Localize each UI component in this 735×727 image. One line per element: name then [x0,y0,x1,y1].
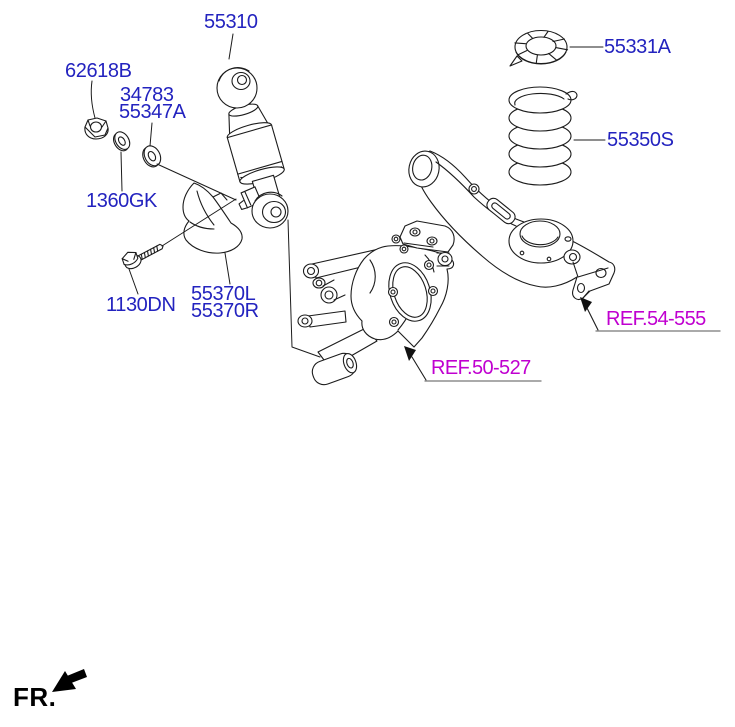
part-label-1360GK: 1360GK [86,190,157,212]
ref-arrow-54-555 [580,297,721,332]
part-label-1130DN: 1130DN [106,294,176,316]
rear-lower-arm-drawing [408,150,616,300]
rear-knuckle-drawing [297,220,455,386]
leader-lines [90,33,606,358]
part-label-55370R: 55370R [191,300,259,322]
part-label-55331A: 55331A [604,36,671,58]
part-label-34783: 34783 [120,84,174,106]
dust-cover-drawing [182,182,243,254]
fr-direction-arrow-icon [52,669,87,692]
flange-nut-drawing [84,117,109,140]
part-label-55370L: 55370L [191,283,256,305]
spring-pad-drawing [509,29,569,67]
part-label-55347A: 55347A [119,101,186,123]
coil-spring-drawing [508,86,578,186]
ref-link-54-555[interactable]: REF.54-555 [606,308,706,330]
part-label-55350S: 55350S [607,129,674,151]
shock-absorber-drawing [216,67,289,229]
ref-arrow-50-527 [404,346,542,382]
ref-link-50-527[interactable]: REF.50-527 [431,357,531,379]
part-label-55310: 55310 [204,11,258,33]
washer-drawing [142,145,162,168]
part-label-62618B: 62618B [65,60,132,82]
flange-bolt-drawing [121,243,164,270]
front-direction-label: FR. [13,682,57,712]
washer-small-drawing [112,131,131,152]
